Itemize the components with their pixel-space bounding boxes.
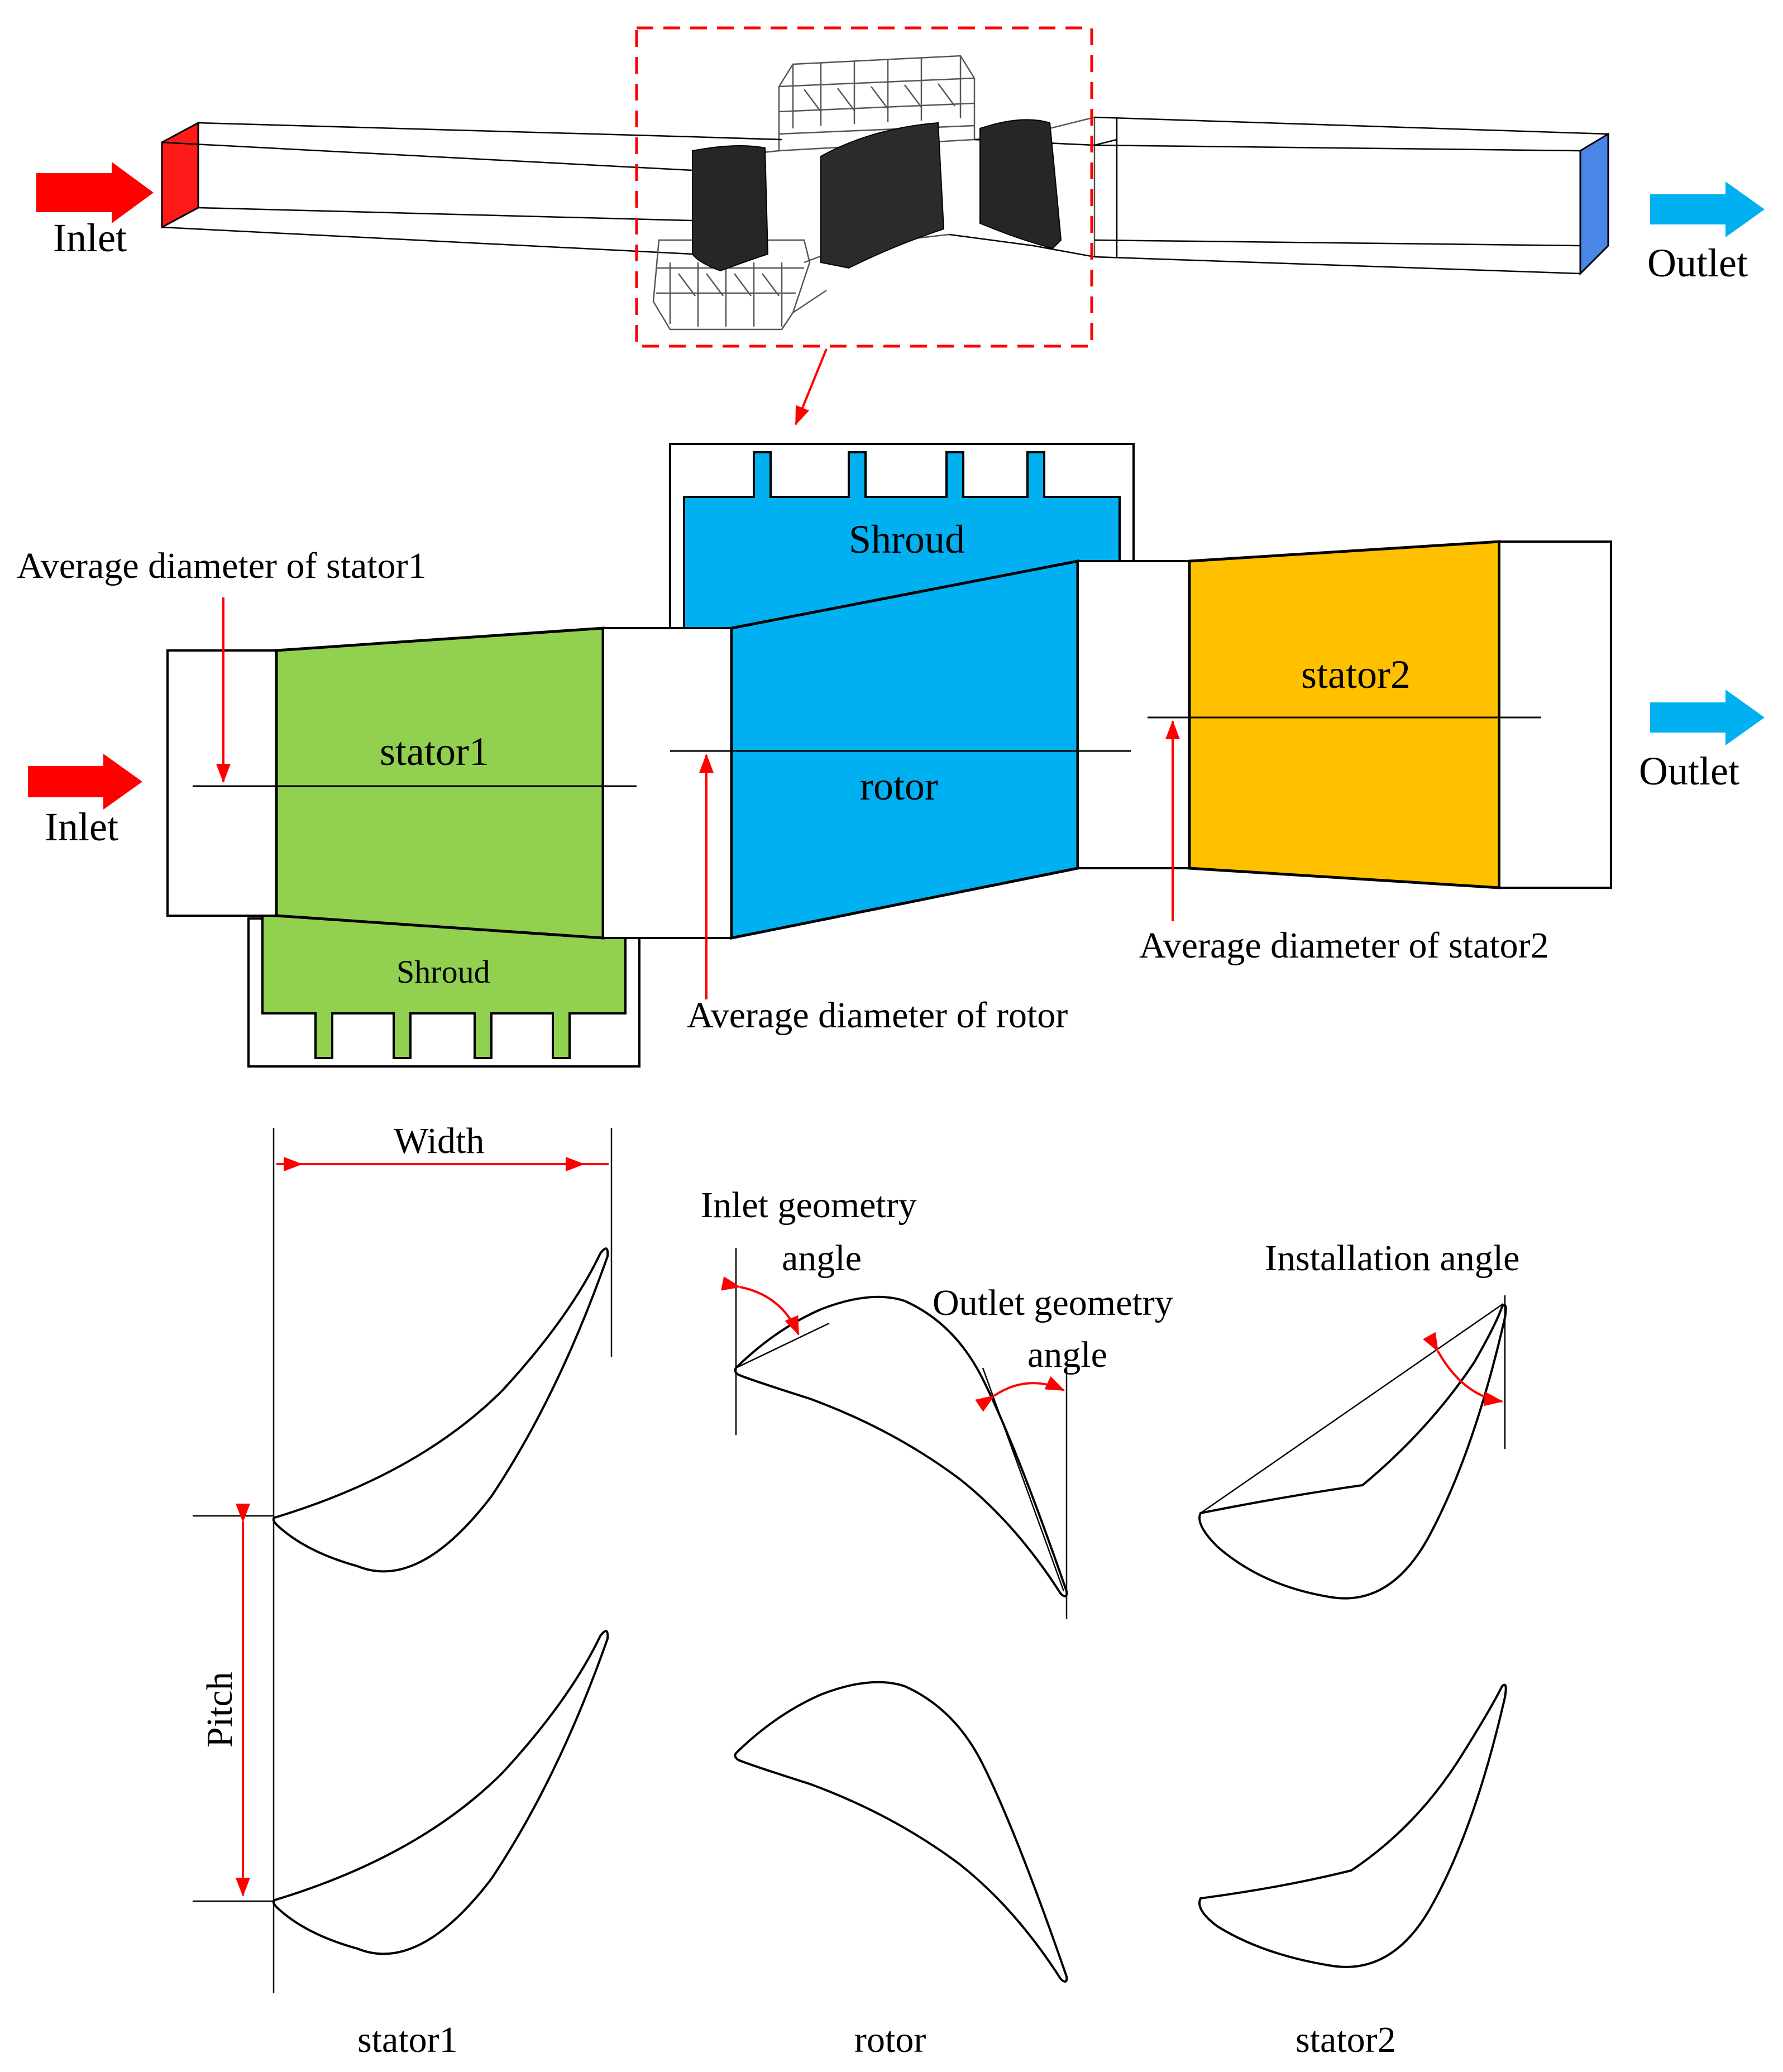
- avg-stator1-label: Average diameter of stator1: [17, 545, 427, 586]
- left-duct: [161, 122, 693, 255]
- top-3d-view: Inlet: [36, 26, 1765, 425]
- outlet-gap: [1498, 540, 1612, 889]
- bottom-shroud-wireframe: [652, 233, 950, 331]
- rotor-blade-3d: [820, 122, 945, 269]
- rotor-label: rotor: [860, 764, 938, 808]
- meridional-inlet-label: Inlet: [45, 805, 118, 849]
- inlet-angle-label-line2: angle: [782, 1238, 862, 1279]
- inlet-angle-arc-icon: [721, 1276, 800, 1336]
- inlet-face: [161, 121, 199, 229]
- installation-angle-arc-icon: [1422, 1332, 1503, 1406]
- stator2-blade-3d: [979, 119, 1062, 250]
- meridional-outlet-flow-arrow-icon: [1650, 690, 1765, 745]
- inlet-gap: [166, 649, 278, 917]
- outlet-face: [1579, 132, 1609, 276]
- stator2-label: stator2: [1301, 652, 1411, 697]
- outlet-angle-arc-icon: [975, 1376, 1065, 1412]
- stator1-rotor-gap: [602, 627, 733, 939]
- stator1-profiles: Width Pitch stator1: [193, 1121, 613, 2060]
- upper-shroud-label: Shroud: [849, 517, 965, 562]
- rotor-region: [730, 559, 1079, 940]
- meridional-inlet-flow-arrow-icon: [28, 754, 142, 810]
- stator1-caption: stator1: [357, 2020, 458, 2060]
- rotor-stator2-gap: [1077, 560, 1191, 869]
- inlet-flow-arrow-icon: [36, 162, 154, 223]
- inlet-angle-label-line1: Inlet geometry: [701, 1185, 917, 1226]
- meridional-outlet-label: Outlet: [1639, 749, 1739, 793]
- pitch-label: Pitch: [199, 1672, 240, 1748]
- stator2-caption: stator2: [1296, 2020, 1396, 2060]
- rotor-caption: rotor: [854, 2020, 926, 2060]
- top-inlet-label: Inlet: [53, 216, 127, 260]
- stator2-profiles: Installation angle stator2: [1198, 1238, 1519, 2060]
- zoom-arrow-icon: [795, 348, 828, 425]
- stator1-blade-3d: [692, 145, 769, 272]
- blade-profiles: Width Pitch stator1 Inlet geometry angle…: [193, 1121, 1519, 2060]
- avg-rotor-label: Average diameter of rotor: [687, 995, 1068, 1036]
- stator1-label: stator1: [380, 729, 489, 774]
- stator2-region: [1188, 540, 1501, 889]
- stator1-blade-profile-upper: [272, 1247, 609, 1573]
- top-outlet-label: Outlet: [1647, 241, 1748, 285]
- width-label: Width: [394, 1121, 484, 1161]
- lower-shroud-label: Shroud: [396, 954, 490, 990]
- outlet-angle-label-line2: angle: [1027, 1334, 1107, 1375]
- stator1-blade-profile-lower: [272, 1630, 609, 1955]
- top-outlet-flow-arrow-icon: [1650, 181, 1765, 237]
- rotor-blade-profile-upper: [734, 1295, 1068, 1597]
- meridional-view: Shroud Shroud stator1 rotor stator2 Aver…: [17, 443, 1765, 1068]
- zoom-box: [635, 26, 1093, 348]
- avg-stator2-label: Average diameter of stator2: [1139, 925, 1549, 966]
- installation-angle-label: Installation angle: [1265, 1238, 1519, 1279]
- stator2-blade-profile-lower: [1198, 1683, 1507, 1968]
- rotor-blade-profile-lower: [734, 1681, 1068, 1983]
- outlet-angle-label-line1: Outlet geometry: [933, 1283, 1173, 1323]
- rotor-profiles: Inlet geometry angle Outlet geometry ang…: [701, 1185, 1173, 2060]
- right-duct: [1094, 116, 1609, 275]
- stator2-blade-profile-upper: [1198, 1304, 1507, 1600]
- stator1-region: [275, 626, 605, 940]
- lower-shroud-body: [261, 915, 627, 1059]
